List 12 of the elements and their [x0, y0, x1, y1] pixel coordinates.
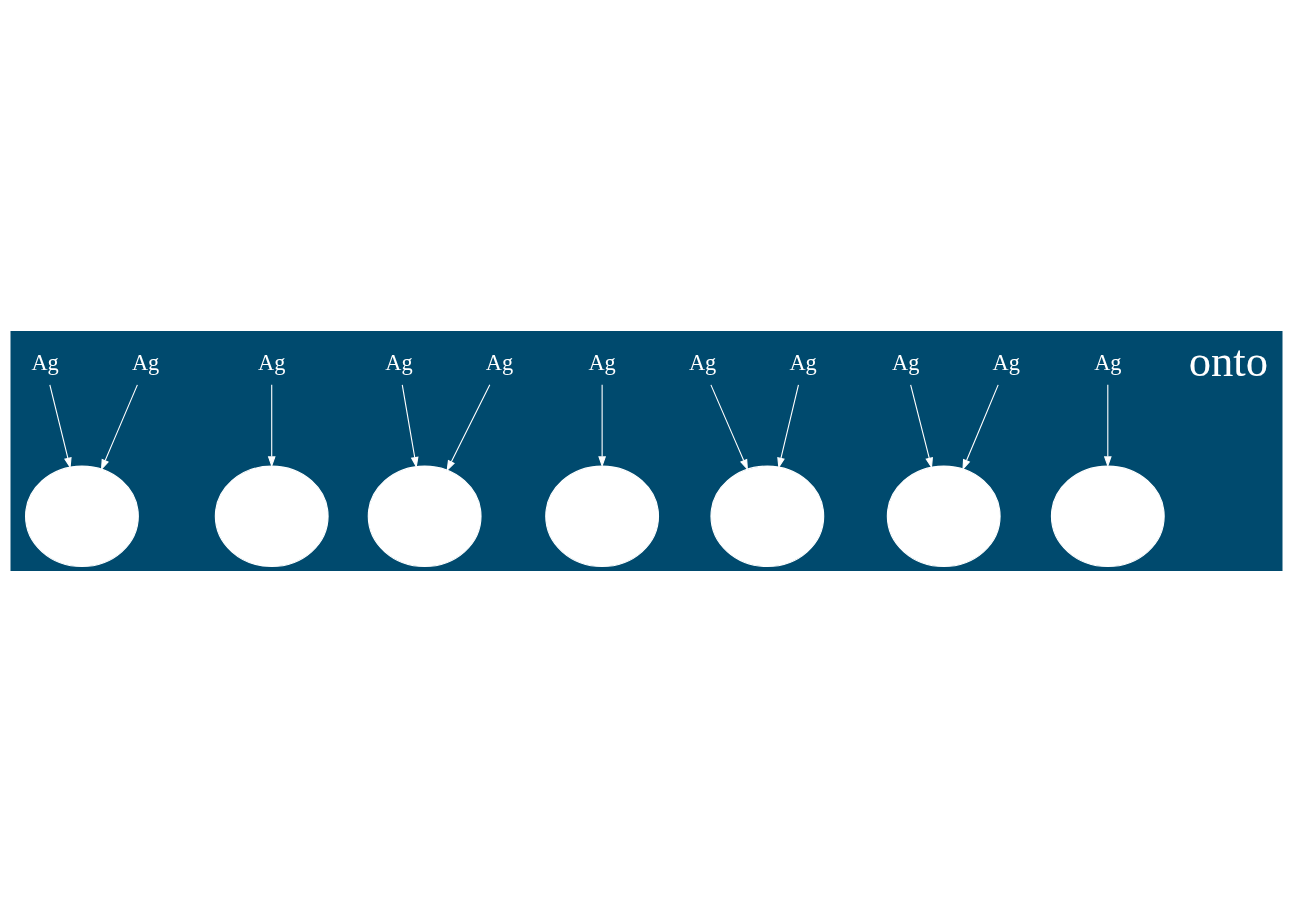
node-text: Ag: [1094, 349, 1122, 375]
node-text: Ag: [258, 349, 286, 375]
node-text: Ag: [688, 349, 717, 375]
label: onto: [1188, 335, 1269, 386]
node-text: Ag: [789, 349, 817, 375]
node-text: Ag: [131, 349, 160, 375]
node-text: Ag: [385, 349, 413, 375]
node-text: Ag: [892, 349, 920, 375]
node-text: Ag: [485, 349, 514, 375]
node-text: Ag: [588, 349, 616, 375]
node-text: Ag: [992, 349, 1020, 375]
node-text: Ag: [31, 349, 59, 375]
